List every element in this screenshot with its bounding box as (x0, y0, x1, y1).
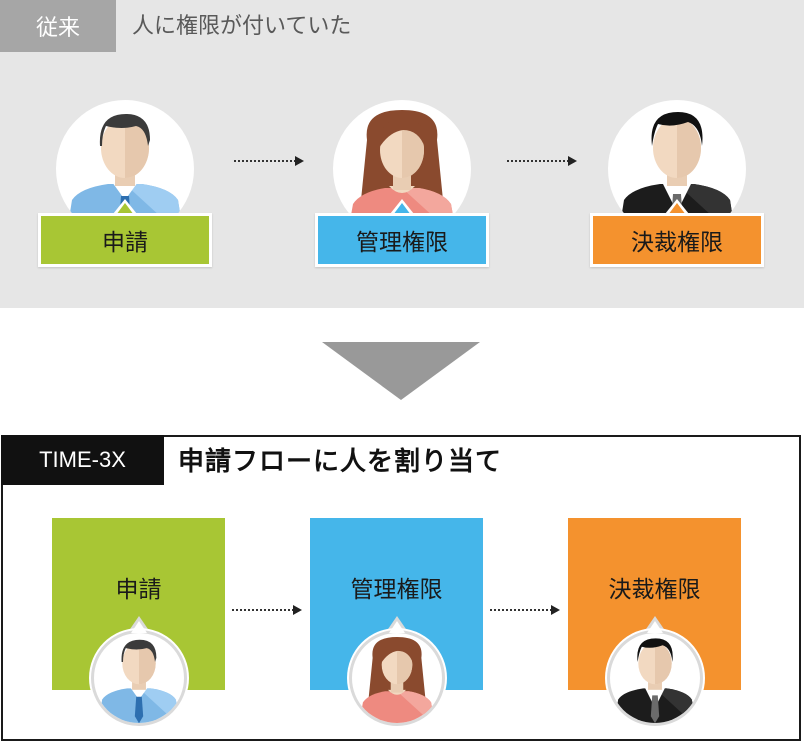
after-step-box-manager: 管理権限 (310, 518, 483, 690)
before-role-label: 申請 (38, 213, 212, 267)
before-arrow-1 (234, 156, 304, 166)
before-tag: 従来 (0, 0, 116, 52)
before-title: 人に権限が付いていた (132, 14, 352, 39)
after-person-badge-manager (349, 616, 445, 726)
before-role-label: 決裁権限 (590, 213, 764, 267)
after-title: 申請フローに人を割り当て (178, 447, 503, 477)
after-person-badge-approver (607, 616, 703, 726)
after-step-label: 申請 (115, 577, 162, 603)
before-role-label: 管理権限 (315, 213, 489, 267)
before-notch-fill-manager (393, 203, 411, 215)
man-blue-shirt-icon (91, 630, 187, 726)
before-notch-fill-applicant (116, 203, 134, 215)
after-tag: TIME-3X (1, 435, 164, 485)
transition-down-arrow (322, 342, 480, 400)
after-step-label: 管理権限 (350, 577, 443, 603)
woman-pink-top-icon (349, 630, 445, 726)
before-notch-fill-approver (668, 203, 686, 215)
after-person-badge-applicant (91, 616, 187, 726)
after-arrow-2 (490, 605, 560, 615)
after-arrow-1 (232, 605, 302, 615)
before-arrow-2 (507, 156, 577, 166)
man-black-suit-icon (607, 630, 703, 726)
after-step-label: 決裁権限 (608, 577, 701, 603)
